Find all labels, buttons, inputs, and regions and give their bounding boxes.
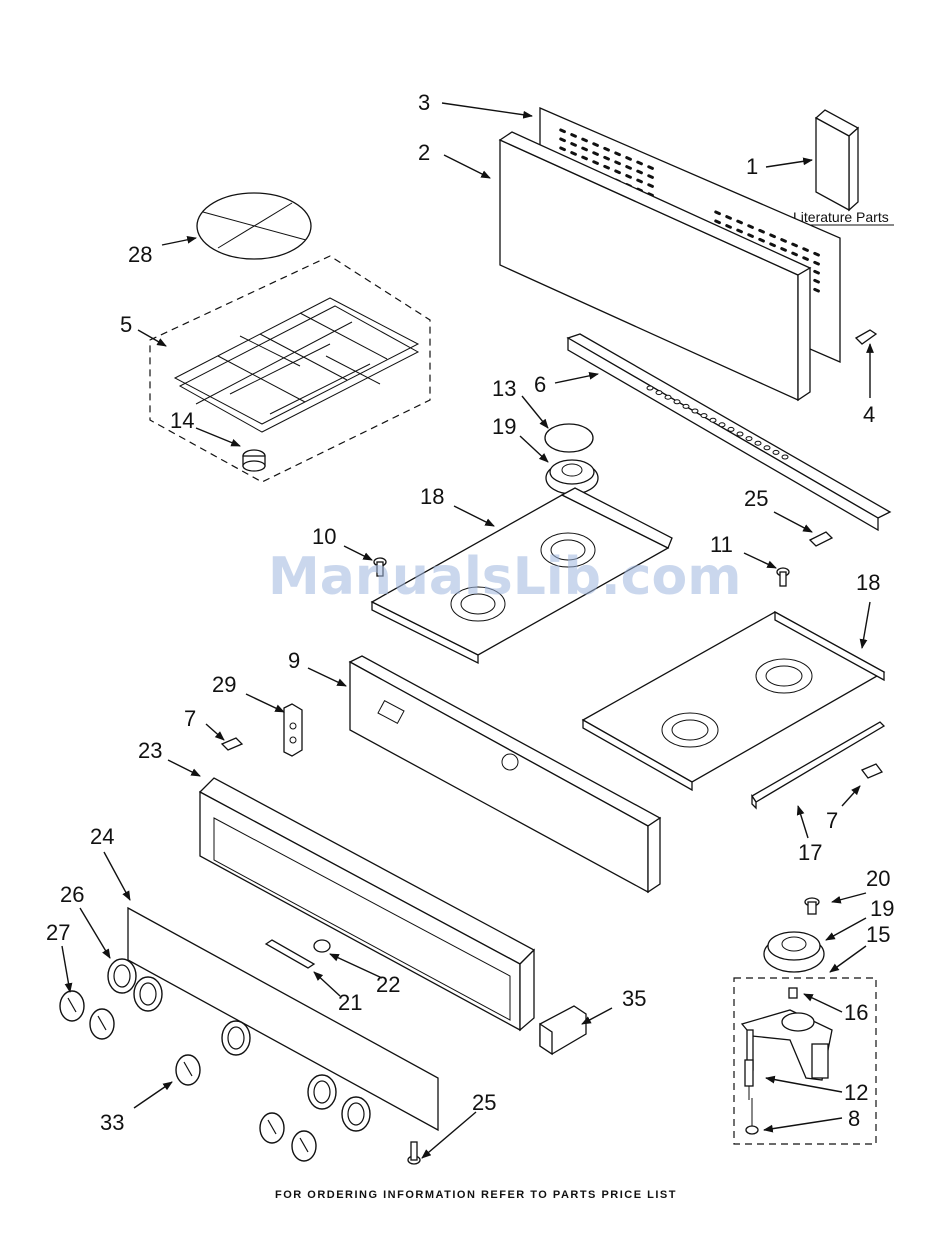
callout-23: 23	[138, 738, 162, 763]
knob-bezel	[134, 977, 162, 1011]
callout-14: 14	[170, 408, 194, 433]
callout-15: 15	[866, 922, 890, 947]
callout-28: 28	[128, 242, 152, 267]
callout-13: 13	[492, 376, 516, 401]
burner-grate	[175, 298, 418, 432]
callout-12: 12	[844, 1080, 868, 1105]
trim-hole	[764, 446, 770, 450]
callout-3: 3	[418, 90, 430, 115]
callout-10: 10	[312, 524, 336, 549]
trim-hole	[656, 391, 662, 395]
callout-19-upper: 19	[492, 414, 516, 439]
callout-22: 22	[376, 972, 400, 997]
callout-25-upper: 25	[744, 486, 768, 511]
callout-11: 11	[710, 532, 733, 557]
callout-2: 2	[418, 140, 430, 165]
callout-7-right: 7	[826, 808, 838, 833]
trim-hole	[701, 414, 707, 418]
trim-hole	[773, 450, 779, 454]
switch-bracket	[284, 704, 302, 756]
callout-27: 27	[46, 920, 70, 945]
callout-17: 17	[798, 840, 822, 865]
trim-hole	[728, 427, 734, 431]
screw-7-right	[862, 764, 882, 778]
trim-hole	[665, 395, 671, 399]
screw-11	[777, 568, 789, 586]
ignitor-12	[745, 1060, 753, 1100]
screw-20	[805, 898, 819, 914]
grate-foot	[243, 450, 265, 471]
callout-6: 6	[534, 372, 546, 397]
trim-hole	[746, 437, 752, 441]
callout-7-left: 7	[184, 706, 196, 731]
callout-8: 8	[848, 1106, 860, 1131]
callout-9: 9	[288, 648, 300, 673]
valve-screw-8	[746, 1098, 758, 1134]
indicator-light	[314, 940, 330, 952]
knob-bezel	[308, 1075, 336, 1109]
trim-hole	[755, 441, 761, 445]
trim-hole	[683, 404, 689, 408]
callout-16: 16	[844, 1000, 868, 1025]
callout-24: 24	[90, 824, 114, 849]
knob-bezel	[342, 1097, 370, 1131]
trim-hole	[674, 400, 680, 404]
callout-5: 5	[120, 312, 132, 337]
manifold-panel	[350, 656, 660, 892]
callout-25-lower: 25	[472, 1090, 496, 1115]
trim-hole	[737, 432, 743, 436]
callout-18-right: 18	[856, 570, 880, 595]
ordering-footer: FOR ORDERING INFORMATION REFER TO PARTS …	[275, 1189, 677, 1201]
literature-parts-label: Literature Parts	[793, 209, 889, 225]
nameplate-badge	[266, 940, 314, 968]
trim-hole	[647, 386, 653, 390]
trim-hole	[710, 418, 716, 422]
callout-33: 33	[100, 1110, 124, 1135]
trim-hole	[782, 455, 788, 459]
screw-25-upper	[810, 532, 832, 546]
burner-base-valve	[742, 1010, 832, 1080]
watermark: ManualsLib.com	[268, 547, 741, 607]
literature-parts-book	[816, 110, 858, 210]
callout-19-lower: 19	[870, 896, 894, 921]
cooktop-panel-right	[583, 612, 884, 790]
callout-35: 35	[622, 986, 646, 1011]
wire-clip	[540, 1006, 586, 1054]
orifice-16	[789, 988, 797, 998]
burner-cap	[545, 424, 593, 452]
screw-7-left	[222, 738, 242, 750]
screw-4	[856, 330, 876, 344]
trim-hole	[719, 423, 725, 427]
knob-bezel	[108, 959, 136, 993]
griddle-disc	[197, 193, 311, 259]
callout-26: 26	[60, 882, 84, 907]
callout-1: 1	[746, 154, 758, 179]
burner-head-lower	[764, 932, 824, 972]
screw-25-lower	[408, 1142, 420, 1164]
knob-bezel	[222, 1021, 250, 1055]
callout-21: 21	[338, 990, 362, 1015]
callout-18-left: 18	[420, 484, 444, 509]
callout-20: 20	[866, 866, 890, 891]
callout-29: 29	[212, 672, 236, 697]
callout-4: 4	[863, 402, 875, 427]
trim-hole	[692, 409, 698, 413]
